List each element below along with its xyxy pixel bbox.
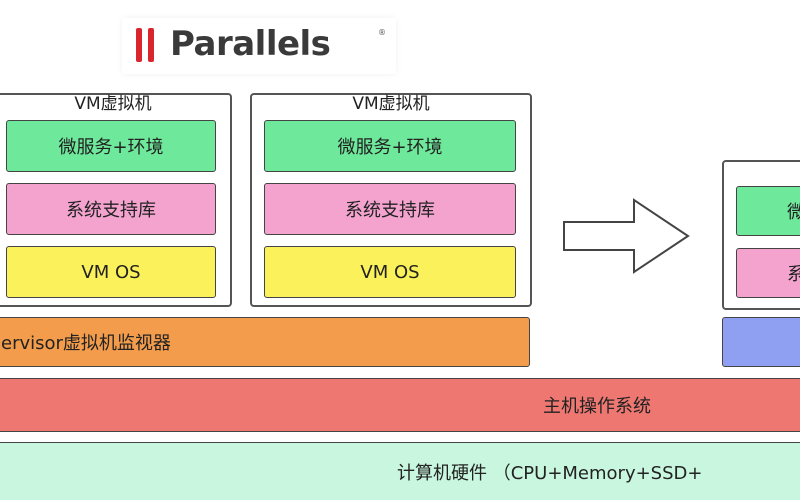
right-arrow-icon: [563, 198, 690, 274]
parallels-double-bar-icon: [134, 28, 164, 62]
library-layer-1: 系统支持库: [6, 183, 216, 235]
hypervisor-bar: ervisor虚拟机监视器: [0, 317, 530, 367]
host-os-bar: 主机操作系统: [0, 378, 800, 432]
hypervisor-label: ervisor虚拟机监视器: [1, 333, 171, 354]
vm-title-1: VM虚拟机: [74, 94, 152, 114]
microservice-layer-1: 微服务+环境: [6, 120, 216, 172]
parallels-logo: Parallels ®: [122, 18, 396, 74]
hardware-label: 计算机硬件 （CPU+Memory+SSD+: [397, 463, 703, 484]
logo-text: Parallels: [170, 24, 331, 64]
registered-mark: ®: [378, 28, 386, 37]
vm-box-2: VM虚拟机 微服务+环境 系统支持库 VM OS: [250, 93, 532, 307]
container-library-layer: 系: [736, 248, 800, 298]
vm-os-layer-2: VM OS: [264, 246, 516, 298]
host-os-label: 主机操作系统: [543, 396, 651, 417]
vm-os-layer-1: VM OS: [6, 246, 216, 298]
container-microservice-layer: 微: [736, 186, 800, 236]
vm-box-1: VM虚拟机 微服务+环境 系统支持库 VM OS: [0, 93, 232, 307]
hardware-bar: 计算机硬件 （CPU+Memory+SSD+: [0, 442, 800, 500]
container-box-partial: 微 系: [722, 160, 800, 310]
docker-engine-bar-partial: [722, 317, 800, 367]
microservice-layer-2: 微服务+环境: [264, 120, 516, 172]
library-layer-2: 系统支持库: [264, 183, 516, 235]
vm-title-2: VM虚拟机: [352, 94, 430, 114]
